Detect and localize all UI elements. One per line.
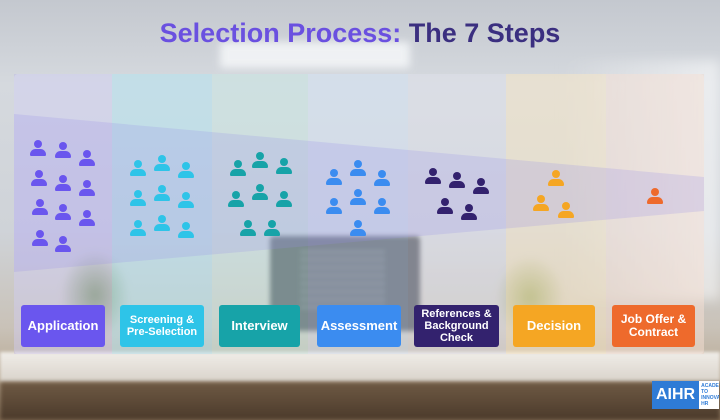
person-icon (449, 172, 465, 188)
logo-mark: AIHR (652, 381, 700, 409)
person-icon (178, 222, 194, 238)
person-icon (30, 140, 46, 156)
person-icon (558, 202, 574, 218)
person-icon (32, 230, 48, 246)
person-icon (326, 169, 342, 185)
person-icon (240, 220, 256, 236)
person-icon (32, 199, 48, 215)
person-icon (79, 180, 95, 196)
person-icon (326, 198, 342, 214)
person-icon (374, 198, 390, 214)
step-label-7: Job Offer & Contract (612, 305, 695, 347)
person-icon (55, 142, 71, 158)
person-icon (55, 204, 71, 220)
person-icon (350, 220, 366, 236)
person-icon (473, 178, 489, 194)
logo-tagline-line-2: INNOVATE HR (701, 395, 720, 407)
person-icon (425, 168, 441, 184)
person-icon (31, 170, 47, 186)
step-label-5: References & Background Check (414, 305, 499, 347)
person-icon (647, 188, 663, 204)
person-icon (130, 220, 146, 236)
monitor-screen (300, 250, 385, 310)
person-icon (264, 220, 280, 236)
person-icon (154, 185, 170, 201)
title-part-2: The 7 Steps (408, 18, 561, 48)
person-icon (533, 195, 549, 211)
person-icon (350, 189, 366, 205)
title-part-1: Selection Process: (159, 18, 402, 48)
person-icon (55, 175, 71, 191)
person-icon (178, 192, 194, 208)
aihr-logo: AIHR ACADEMY TO INNOVATE HR (652, 381, 720, 409)
person-icon (178, 162, 194, 178)
step-label-4: Assessment (317, 305, 401, 347)
person-icon (55, 236, 71, 252)
person-icon (252, 184, 268, 200)
person-icon (154, 215, 170, 231)
person-icon (276, 191, 292, 207)
person-icon (130, 190, 146, 206)
logo-tagline: ACADEMY TO INNOVATE HR (699, 381, 720, 409)
ceiling-lamp (220, 42, 410, 68)
person-icon (350, 160, 366, 176)
person-icon (79, 210, 95, 226)
desk-top (0, 352, 720, 382)
person-icon (230, 160, 246, 176)
person-icon (154, 155, 170, 171)
person-icon (228, 191, 244, 207)
page-title: Selection Process: The 7 Steps (0, 18, 720, 49)
window-light (560, 60, 720, 300)
logo-tagline-line-1: ACADEMY TO (701, 383, 719, 395)
step-label-3: Interview (219, 305, 300, 347)
person-icon (437, 198, 453, 214)
person-icon (548, 170, 564, 186)
step-label-1: Application (21, 305, 105, 347)
step-label-2: Screening & Pre-Selection (120, 305, 204, 347)
person-icon (130, 160, 146, 176)
person-icon (276, 158, 292, 174)
person-icon (461, 204, 477, 220)
person-icon (374, 170, 390, 186)
person-icon (252, 152, 268, 168)
person-icon (79, 150, 95, 166)
desk-base (0, 382, 720, 420)
step-label-6: Decision (513, 305, 595, 347)
